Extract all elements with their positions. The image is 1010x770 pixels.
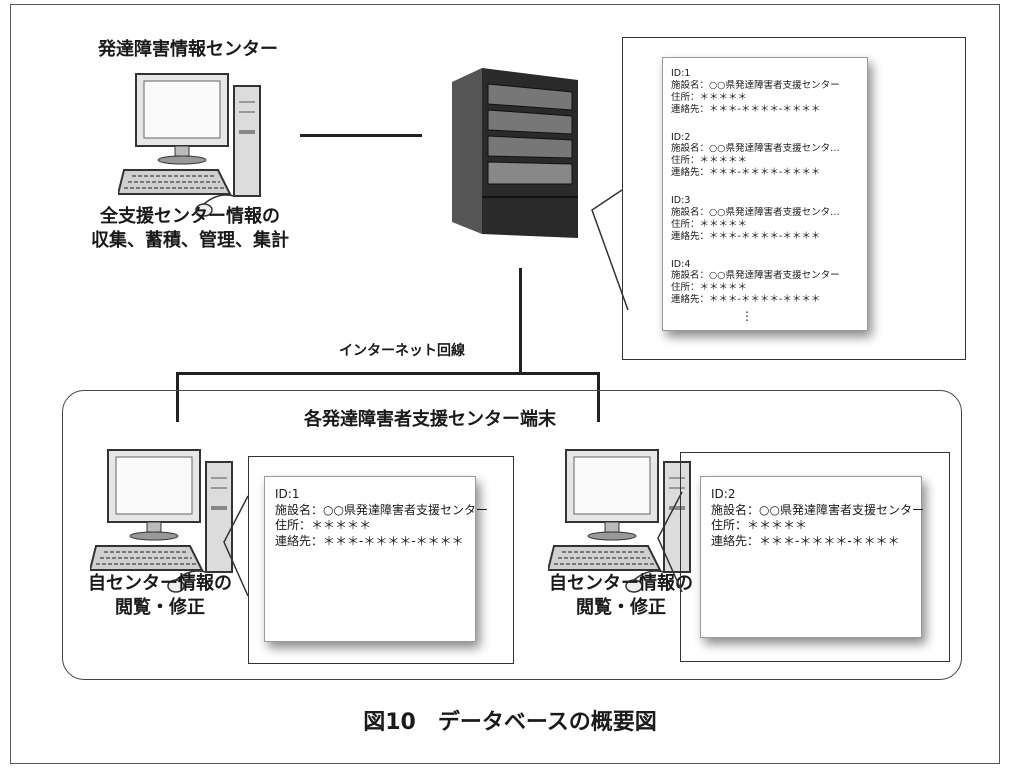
db-record-address: 住所：＊＊＊＊＊ — [671, 282, 748, 294]
left-record-address: 住所：＊＊＊＊＊ — [275, 518, 372, 533]
right-record-contact: 連絡先：＊＊＊-＊＊＊＊-＊＊＊＊ — [711, 533, 900, 548]
left-terminal-drop — [176, 372, 179, 422]
tower-server-icon — [452, 68, 578, 238]
right-record-card: ID:2 施設名：○○県発達障害者支援センター 住所：＊＊＊＊＊ 連絡先：＊＊＊… — [700, 476, 924, 638]
network-bus-line — [176, 372, 600, 375]
db-record-id: ID:3 — [671, 195, 691, 206]
desktop-computer-icon — [118, 73, 261, 217]
left-record-id: ID:1 — [275, 487, 300, 501]
db-record-contact: 連絡先：＊＊＊-＊＊＊＊-＊＊＊＊ — [671, 167, 821, 179]
left-callout-pointer — [223, 495, 249, 597]
db-record-id: ID:2 — [671, 131, 691, 143]
center-server-link — [300, 134, 422, 137]
db-record-4: ID:4 施設名：○○県発達障害者支援センター 住所：＊＊＊＊＊ 連絡先：＊＊＊… — [671, 259, 859, 307]
db-record-address: 住所：＊＊＊＊＊ — [671, 218, 748, 230]
terminals-title: 各発達障害者支援センター端末 — [304, 409, 556, 430]
left-desc-line2: 閲覧・修正 — [115, 597, 205, 619]
db-more-ellipsis: ⋮ — [741, 309, 753, 323]
db-record-address: 住所：＊＊＊＊＊ — [671, 155, 748, 167]
database-callout-box — [622, 37, 966, 360]
left-terminal-description: 自センター情報の 閲覧・修正 — [70, 572, 250, 621]
db-record-contact: 連絡先：＊＊＊-＊＊＊＊-＊＊＊＊ — [671, 230, 821, 242]
database-records-card: ID:1 施設名：○○県発達障害者支援センター 住所：＊＊＊＊＊ 連絡先：＊＊＊… — [662, 57, 868, 331]
db-record-1: ID:1 施設名：○○県発達障害者支援センター 住所：＊＊＊＊＊ 連絡先：＊＊＊… — [671, 68, 859, 116]
left-record-contact: 連絡先：＊＊＊-＊＊＊＊-＊＊＊＊ — [275, 533, 464, 548]
right-desc-line1: 自センター情報の — [549, 573, 693, 594]
db-record-facility: 施設名：○○県発達障害者支援センタ… — [671, 206, 840, 218]
center-title: 発達障害情報センター — [98, 39, 278, 60]
server-vertical-link — [519, 268, 522, 374]
right-desc-line2: 閲覧・修正 — [576, 597, 666, 619]
right-terminal-description: 自センター情報の 閲覧・修正 — [526, 572, 716, 621]
center-desc-line2: 収集、蓄積、管理、集計 — [91, 230, 289, 252]
db-record-contact: 連絡先：＊＊＊-＊＊＊＊-＊＊＊＊ — [671, 294, 821, 306]
right-terminal-drop — [597, 372, 600, 422]
db-record-address: 住所：＊＊＊＊＊ — [671, 91, 748, 103]
database-callout-pointer — [591, 189, 629, 311]
db-record-id: ID:1 — [671, 68, 691, 79]
center-description: 全支援センター情報の 収集、蓄積、管理、集計 — [60, 205, 320, 254]
db-record-2: ID:2 施設名：○○県発達障害者支援センタ… 住所：＊＊＊＊＊ 連絡先：＊＊＊… — [671, 132, 859, 180]
right-callout-pointer — [657, 491, 683, 593]
internet-line-label: インターネット回線 — [339, 343, 465, 359]
left-callout-box — [248, 456, 514, 664]
right-record-facility: 施設名：○○県発達障害者支援センター — [711, 502, 924, 517]
db-record-facility: 施設名：○○県発達障害者支援センター — [671, 79, 840, 91]
db-record-3: ID:3 施設名：○○県発達障害者支援センタ… 住所：＊＊＊＊＊ 連絡先：＊＊＊… — [671, 195, 859, 243]
db-record-id: ID:4 — [671, 258, 691, 270]
right-record-id: ID:2 — [711, 487, 736, 501]
terminals-group — [62, 390, 962, 680]
right-record-address: 住所：＊＊＊＊＊ — [711, 518, 808, 533]
figure-frame — [10, 4, 1000, 764]
left-record-card: ID:1 施設名：○○県発達障害者支援センター 住所：＊＊＊＊＊ 連絡先：＊＊＊… — [264, 476, 488, 642]
db-record-facility: 施設名：○○県発達障害者支援センター — [671, 270, 840, 282]
left-desc-line1: 自センター情報の — [88, 573, 232, 594]
figure-caption: 図10 データベースの概要図 — [363, 710, 657, 735]
left-record-facility: 施設名：○○県発達障害者支援センター — [275, 502, 488, 517]
db-record-contact: 連絡先：＊＊＊-＊＊＊＊-＊＊＊＊ — [671, 103, 821, 115]
right-callout-box — [680, 452, 950, 662]
center-desc-line1: 全支援センター情報の — [100, 206, 280, 227]
db-record-facility: 施設名：○○県発達障害者支援センタ… — [671, 143, 840, 155]
